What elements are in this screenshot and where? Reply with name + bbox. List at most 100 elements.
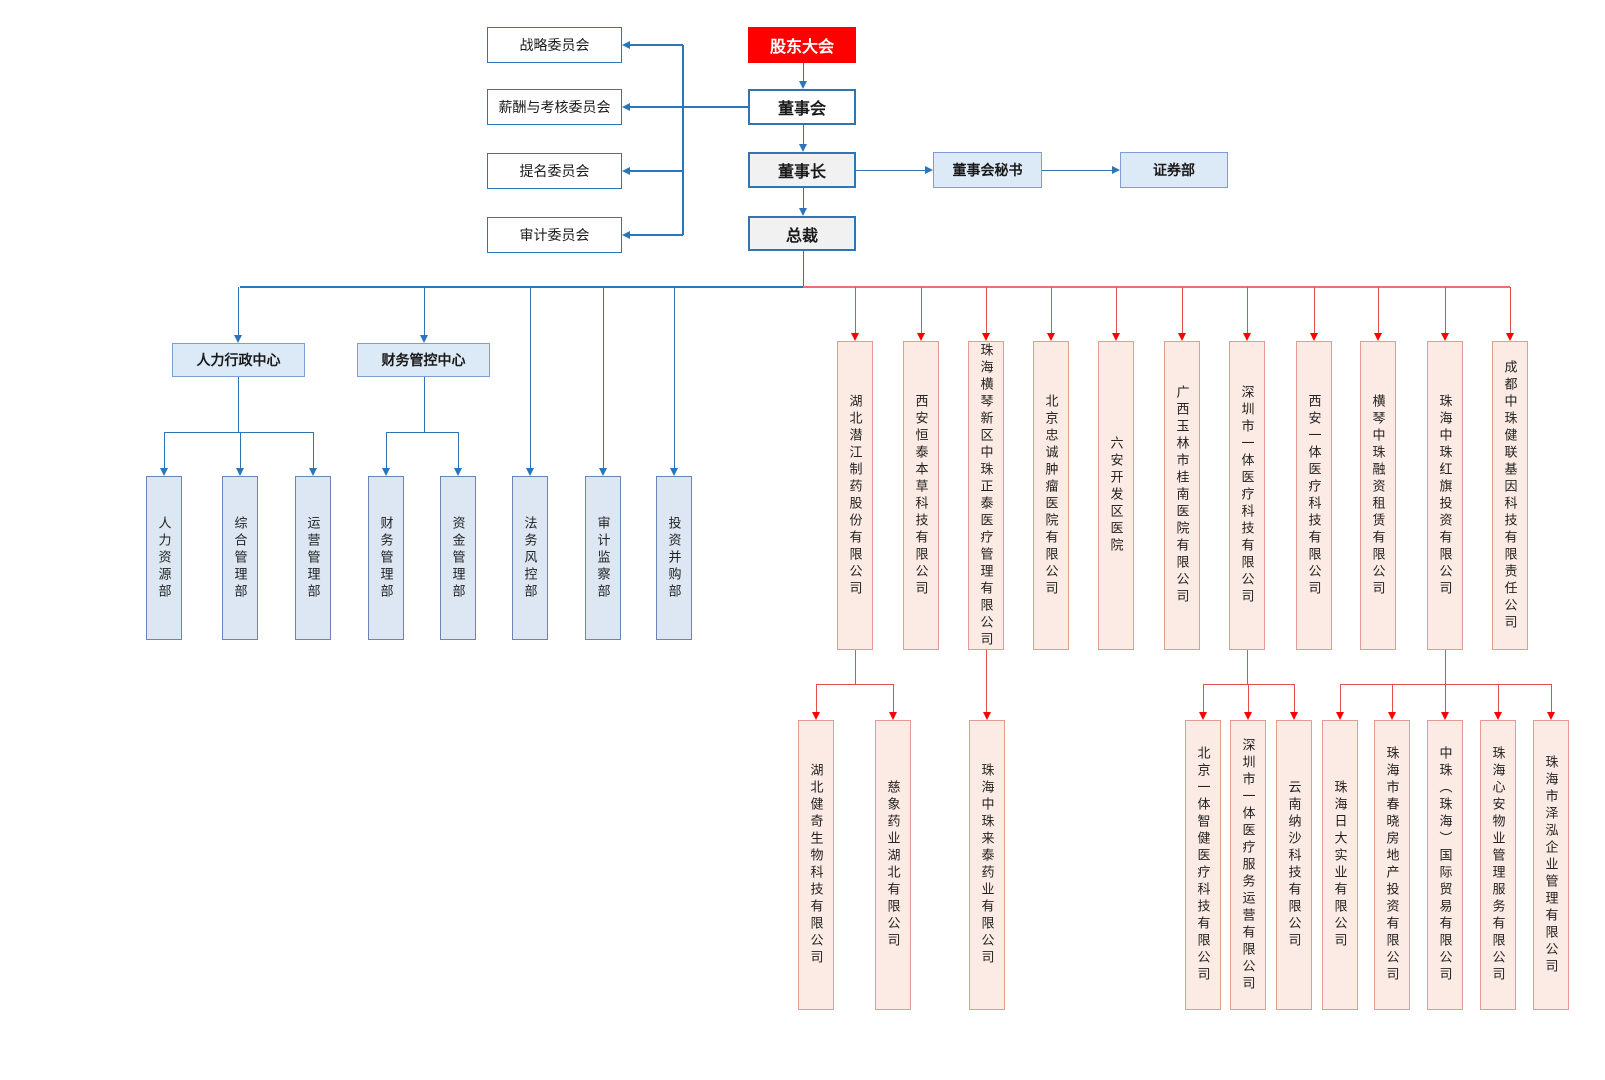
subsidiary-child-node-6-0-label: 北京一体智健医疗科技有限公司 bbox=[1195, 746, 1211, 984]
node-shareholders-meeting: 股东大会 bbox=[748, 27, 856, 63]
connector-line-v bbox=[802, 63, 804, 82]
subsidiary-node-1: 西安恒泰本草科技有限公司 bbox=[903, 341, 939, 650]
arrowhead-left-icon bbox=[622, 230, 630, 239]
subsidiary-child-node-9-0-label: 珠海日大实业有限公司 bbox=[1332, 780, 1348, 950]
subsidiary-node-5: 广西玉林市桂南医院有限公司 bbox=[1164, 341, 1200, 650]
department-node-2: 运营管理部 bbox=[295, 476, 331, 640]
connector-line-v bbox=[854, 287, 856, 334]
subsidiary-node-10-label: 成都中珠健联基因科技有限责任公司 bbox=[1502, 359, 1518, 632]
connector-line-h bbox=[1203, 683, 1294, 685]
arrowhead-down-icon bbox=[1387, 712, 1396, 720]
connector-line-v bbox=[1339, 684, 1341, 713]
arrowhead-down-icon bbox=[453, 468, 462, 476]
subsidiary-child-node-9-1: 珠海市春晓房地产投资有限公司 bbox=[1374, 720, 1410, 1010]
subsidiary-node-3: 北京忠诚肿瘤医院有限公司 bbox=[1033, 341, 1069, 650]
arrowhead-down-icon bbox=[308, 468, 317, 476]
connector-line-v bbox=[673, 287, 675, 469]
node-board: 董事会 bbox=[748, 89, 856, 125]
subsidiary-child-node-2-0: 珠海中珠来泰药业有限公司 bbox=[969, 720, 1005, 1010]
connector-line-v bbox=[1247, 684, 1249, 713]
subsidiary-node-8-label: 横琴中珠融资租赁有限公司 bbox=[1370, 393, 1386, 598]
arrowhead-down-icon bbox=[525, 468, 534, 476]
connector-line-v bbox=[457, 432, 459, 469]
subsidiary-child-node-6-2: 云南纳沙科技有限公司 bbox=[1276, 720, 1312, 1010]
subsidiary-node-0-label: 湖北潜江制药股份有限公司 bbox=[847, 393, 863, 598]
connector-line-v bbox=[892, 684, 894, 713]
node-president: 总裁 bbox=[748, 216, 856, 251]
connector-line-h bbox=[1340, 683, 1551, 685]
department-node-6-label: 审计监察部 bbox=[595, 515, 611, 601]
subsidiary-node-6: 深圳市一体医疗科技有限公司 bbox=[1229, 341, 1265, 650]
connector-line-v bbox=[802, 125, 804, 145]
department-node-0-label: 人力资源部 bbox=[156, 515, 172, 601]
connector-line-h bbox=[628, 170, 683, 172]
connector-line-v bbox=[1444, 287, 1446, 334]
subsidiary-node-10: 成都中珠健联基因科技有限责任公司 bbox=[1492, 341, 1528, 650]
arrowhead-down-icon bbox=[1493, 712, 1502, 720]
connector-line-v bbox=[1293, 684, 1295, 713]
department-node-1: 综合管理部 bbox=[222, 476, 258, 640]
department-node-7-label: 投资并购部 bbox=[666, 515, 682, 601]
connector-line-v bbox=[815, 684, 817, 713]
connector-line-v bbox=[1444, 684, 1446, 713]
center-node-0: 人力行政中心 bbox=[172, 343, 305, 377]
arrowhead-down-icon bbox=[981, 333, 990, 341]
subsidiary-child-node-6-2-label: 云南纳沙科技有限公司 bbox=[1286, 780, 1302, 950]
arrowhead-down-icon bbox=[419, 335, 428, 343]
connector-line-v bbox=[1115, 287, 1117, 334]
subsidiary-child-node-9-2: 中珠（珠海）国际贸易有限公司 bbox=[1427, 720, 1463, 1010]
connector-line-v bbox=[1391, 684, 1393, 713]
connector-line-v bbox=[312, 432, 314, 469]
connector-line-v bbox=[423, 287, 425, 336]
department-node-4: 资金管理部 bbox=[440, 476, 476, 640]
arrowhead-down-icon bbox=[811, 712, 820, 720]
arrowhead-down-icon bbox=[1335, 712, 1344, 720]
subsidiary-child-node-9-2-label: 中珠（珠海）国际贸易有限公司 bbox=[1437, 746, 1453, 984]
arrowhead-down-icon bbox=[1440, 712, 1449, 720]
arrowhead-down-icon bbox=[1440, 333, 1449, 341]
connector-line-v bbox=[985, 287, 987, 334]
connector-line-v bbox=[529, 287, 531, 469]
arrowhead-down-icon bbox=[1373, 333, 1382, 341]
department-node-5-label: 法务风控部 bbox=[522, 515, 538, 601]
subsidiary-child-node-0-0: 湖北健奇生物科技有限公司 bbox=[798, 720, 834, 1010]
subsidiary-child-node-9-1-label: 珠海市春晓房地产投资有限公司 bbox=[1384, 746, 1400, 984]
connector-line-v bbox=[602, 287, 604, 469]
connector-line-v bbox=[802, 188, 804, 209]
arrowhead-down-icon bbox=[798, 208, 807, 216]
arrowhead-down-icon bbox=[1242, 333, 1251, 341]
connector-line-v bbox=[1444, 650, 1446, 684]
subsidiary-child-node-6-0: 北京一体智健医疗科技有限公司 bbox=[1185, 720, 1221, 1010]
connector-line-v bbox=[1246, 287, 1248, 334]
connector-line-v bbox=[854, 650, 856, 684]
subsidiary-node-8: 横琴中珠融资租赁有限公司 bbox=[1360, 341, 1396, 650]
department-node-6: 审计监察部 bbox=[585, 476, 621, 640]
arrowhead-down-icon bbox=[1198, 712, 1207, 720]
connector-line-v bbox=[237, 287, 239, 336]
committee-node-2: 提名委员会 bbox=[487, 153, 622, 189]
connector-line-h bbox=[856, 169, 926, 171]
subsidiary-node-7: 西安一体医疗科技有限公司 bbox=[1296, 341, 1332, 650]
arrowhead-right-icon bbox=[1112, 165, 1120, 174]
arrowhead-down-icon bbox=[1289, 712, 1298, 720]
subsidiary-node-5-label: 广西玉林市桂南医院有限公司 bbox=[1174, 385, 1190, 606]
subsidiary-node-0: 湖北潜江制药股份有限公司 bbox=[837, 341, 873, 650]
connector-line-v bbox=[1202, 684, 1204, 713]
arrowhead-down-icon bbox=[1505, 333, 1514, 341]
subsidiary-node-3-label: 北京忠诚肿瘤医院有限公司 bbox=[1043, 393, 1059, 598]
subsidiary-child-node-9-3-label: 珠海心安物业管理服务有限公司 bbox=[1490, 746, 1506, 984]
subsidiary-child-node-9-3: 珠海心安物业管理服务有限公司 bbox=[1480, 720, 1516, 1010]
center-node-1: 财务管控中心 bbox=[357, 343, 490, 377]
subsidiary-child-node-0-0-label: 湖北健奇生物科技有限公司 bbox=[808, 763, 824, 967]
arrowhead-down-icon bbox=[1046, 333, 1055, 341]
connector-line-h bbox=[628, 234, 683, 236]
arrowhead-down-icon bbox=[1177, 333, 1186, 341]
connector-line-v bbox=[239, 432, 241, 469]
arrowhead-left-icon bbox=[622, 40, 630, 49]
subsidiary-node-6-label: 深圳市一体医疗科技有限公司 bbox=[1239, 385, 1255, 606]
connector-line-v bbox=[682, 45, 684, 235]
arrowhead-down-icon bbox=[1546, 712, 1555, 720]
subsidiary-node-2-label: 珠海横琴新区中珠正泰医疗管理有限公司 bbox=[978, 342, 994, 649]
committee-node-3: 审计委员会 bbox=[487, 217, 622, 253]
subsidiary-node-9: 珠海中珠红旗投资有限公司 bbox=[1427, 341, 1463, 650]
